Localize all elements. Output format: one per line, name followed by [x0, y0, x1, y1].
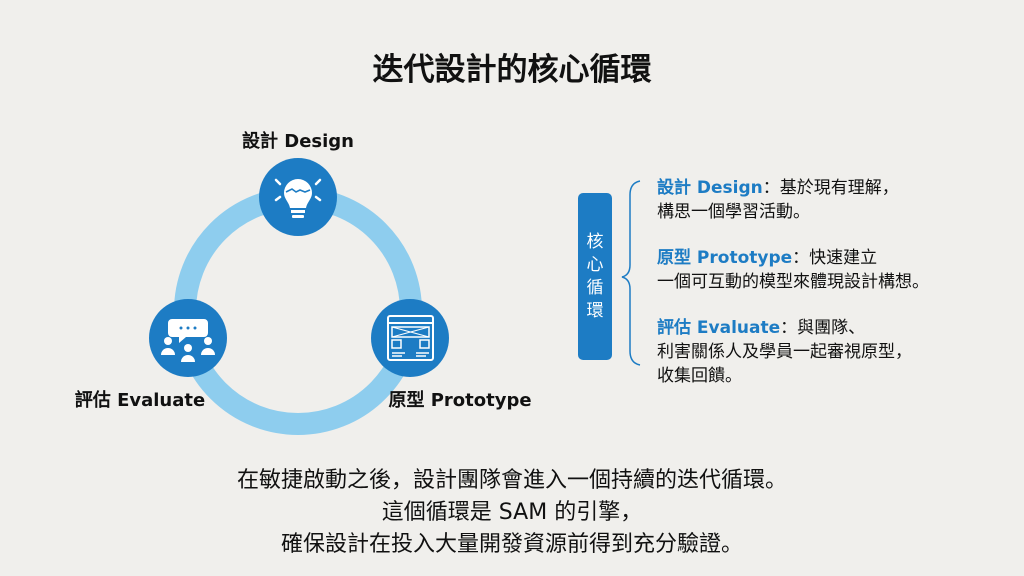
term: 設計 Design [657, 178, 763, 198]
desc-line: 與團隊、 [797, 318, 866, 338]
desc-line: 利害關係人及學員一起審視原型， [657, 342, 912, 362]
desc-line: 基於現有理解， [779, 178, 899, 198]
core-char: 心 [586, 254, 604, 275]
core-char: 循 [586, 277, 604, 298]
core-char: 環 [586, 300, 604, 321]
term: 原型 Prototype [657, 248, 793, 268]
desc-line: 一個可互動的模型來體現設計構想。 [657, 272, 929, 292]
design-description: 設計 Design：基於現有理解， 構思一個學習活動。 [657, 176, 899, 224]
design-label: 設計 Design [242, 131, 354, 152]
summary-text: 在敏捷啟動之後，設計團隊會進入一個持續的迭代循環。 這個循環是 SAM 的引擎，… [0, 465, 1024, 561]
prototype-description: 原型 Prototype：快速建立 一個可互動的模型來體現設計構想。 [657, 246, 929, 294]
summary-line: 這個循環是 SAM 的引擎， [381, 500, 643, 525]
separator: ： [762, 178, 780, 198]
wireframe-icon [371, 299, 449, 377]
term: 評估 Evaluate [657, 318, 781, 338]
core-cycle-box: 核 心 循 環 [578, 193, 612, 360]
evaluate-label: 評估 Evaluate [74, 390, 206, 411]
evaluate-description: 評估 Evaluate：與團隊、 利害關係人及學員一起審視原型， 收集回饋。 [657, 316, 912, 388]
desc-line: 快速建立 [809, 248, 878, 268]
desc-line: 收集回饋。 [657, 366, 742, 386]
brace [621, 180, 641, 366]
team-discussion-icon [149, 299, 227, 377]
core-char: 核 [586, 231, 604, 252]
summary-line: 確保設計在投入大量開發資源前得到充分驗證。 [280, 532, 743, 557]
summary-line: 在敏捷啟動之後，設計團隊會進入一個持續的迭代循環。 [236, 468, 787, 493]
separator: ： [792, 248, 810, 268]
page-title: 迭代設計的核心循環 [372, 52, 652, 88]
lightbulb-icon [259, 158, 337, 236]
prototype-label: 原型 Prototype [388, 390, 532, 411]
desc-line: 構思一個學習活動。 [657, 202, 810, 222]
separator: ： [780, 318, 798, 338]
